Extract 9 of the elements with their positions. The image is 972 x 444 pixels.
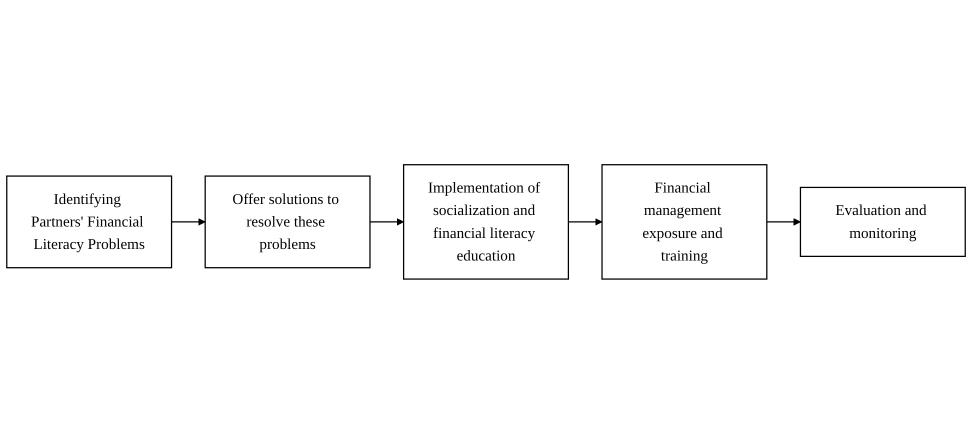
arrow xyxy=(568,218,602,226)
node-box: Identifying Partners' Financial Literacy Problems xyxy=(6,176,172,268)
node-box: Financial management exposure and training xyxy=(601,164,768,280)
node-box: Evaluation and monitoring xyxy=(800,186,966,258)
node-box: Implementation of socialization and financial literacy education xyxy=(402,164,570,280)
arrow xyxy=(172,218,206,226)
arrow xyxy=(370,218,404,226)
arrow xyxy=(766,218,801,226)
node-box: Offer solutions to resolve these problems xyxy=(204,176,371,268)
